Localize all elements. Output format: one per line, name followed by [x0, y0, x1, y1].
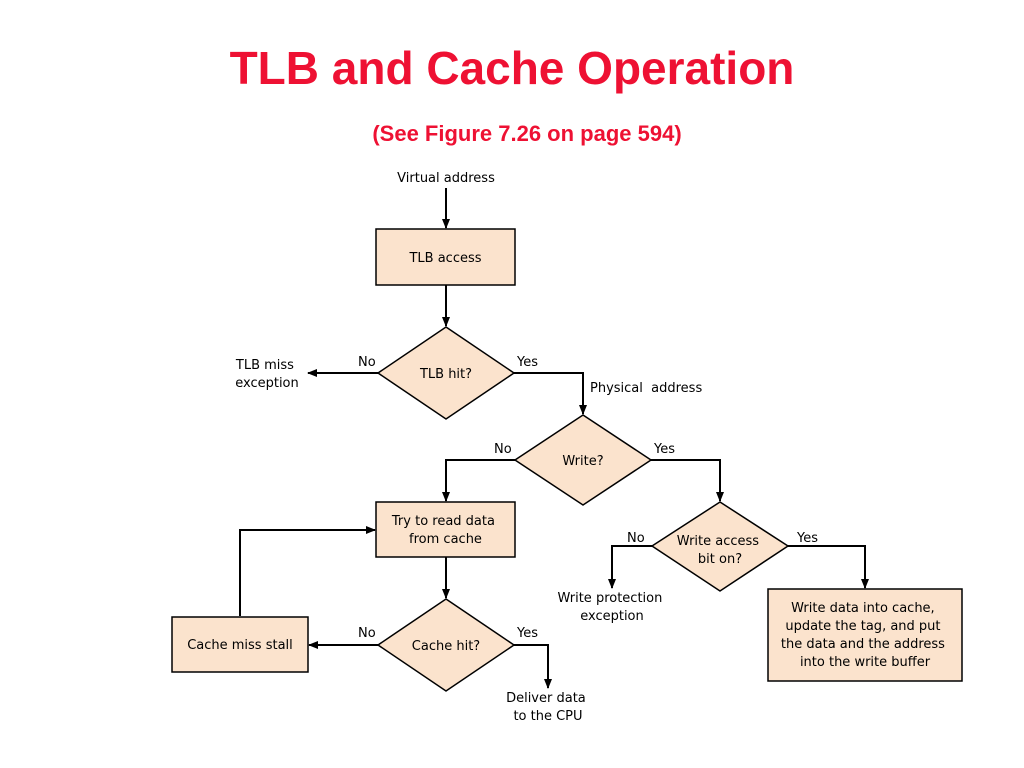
- arrow-write-access-no: [608, 545, 652, 589]
- write-access-bit-label: Write access bit on?: [677, 534, 763, 567]
- cache-hit-decision: Cache hit?: [376, 598, 516, 692]
- arrow-write-no: [442, 459, 515, 502]
- write-yes-label: Yes: [653, 442, 675, 457]
- deliver-data-label: Deliver data to the CPU: [506, 691, 590, 724]
- cache-hit-no-label: No: [358, 626, 376, 641]
- virtual-address-label: Virtual address: [397, 171, 495, 186]
- write-data-box: Write data into cache, update the tag, a…: [767, 588, 963, 682]
- physical-address-label: Physical address: [590, 381, 702, 396]
- try-read-label: Try to read data from cache: [391, 514, 499, 547]
- cache-miss-stall-label: Cache miss stall: [187, 638, 293, 653]
- cache-hit-label: Cache hit?: [412, 639, 480, 654]
- write-access-yes-label: Yes: [796, 531, 818, 546]
- tlb-hit-yes-label: Yes: [516, 355, 538, 370]
- arrow-tlb-hit-yes: [514, 372, 587, 415]
- write-no-label: No: [494, 442, 512, 457]
- tlb-hit-no-label: No: [358, 355, 376, 370]
- tlb-hit-decision: TLB hit?: [376, 326, 516, 420]
- page-title: TLB and Cache Operation: [229, 42, 795, 94]
- write-decision-label: Write?: [562, 454, 603, 469]
- tlb-hit-label: TLB hit?: [419, 367, 472, 382]
- tlb-miss-exception-label: TLB miss exception: [235, 358, 299, 391]
- write-data-label: Write data into cache, update the tag, a…: [781, 601, 949, 670]
- write-access-bit-decision: Write access bit on?: [650, 501, 790, 592]
- write-decision: Write?: [513, 414, 653, 506]
- tlb-access-label: TLB access: [408, 251, 481, 266]
- write-access-no-label: No: [627, 531, 645, 546]
- write-protection-exception-label: Write protection exception: [557, 591, 666, 624]
- try-read-box: Try to read data from cache: [375, 501, 516, 558]
- connectors: [239, 188, 869, 689]
- arrow-write-yes: [651, 459, 724, 502]
- arrow-cache-hit-yes: [514, 644, 552, 689]
- tlb-access-box: TLB access: [375, 228, 516, 286]
- arrow-stall-loop: [239, 526, 376, 616]
- page-subtitle: (See Figure 7.26 on page 594): [372, 121, 682, 146]
- arrow-write-access-yes: [788, 545, 869, 589]
- cache-hit-yes-label: Yes: [516, 626, 538, 641]
- cache-miss-stall-box: Cache miss stall: [171, 616, 309, 673]
